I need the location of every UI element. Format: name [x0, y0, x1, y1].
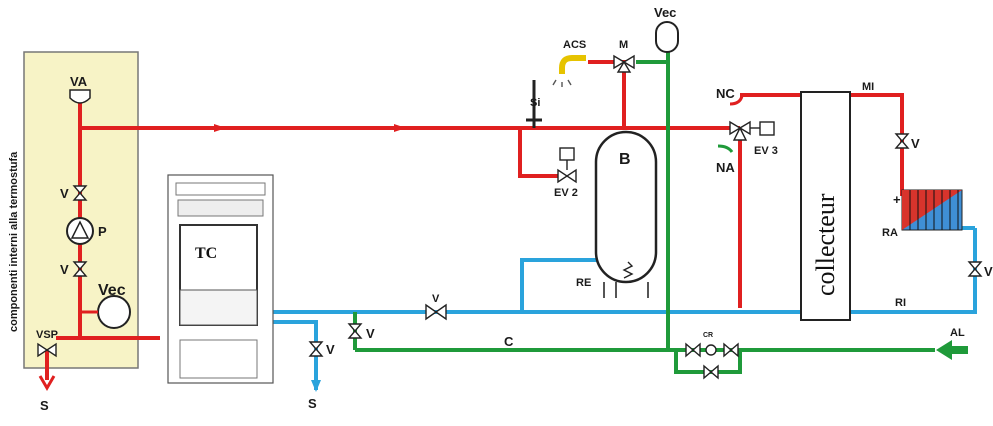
label-cr: CR: [703, 332, 713, 339]
label-ra: RA: [882, 227, 898, 239]
label-ev2: EV 2: [554, 187, 578, 199]
boiler-b: [594, 130, 658, 284]
label-c: C: [504, 334, 514, 349]
valve-return-main: [425, 303, 447, 321]
arrow-drain-blue: [311, 380, 321, 392]
return-pipe-second: [270, 320, 318, 390]
label-al: AL: [950, 327, 965, 339]
acs-drops: [552, 79, 572, 87]
collector-box: [800, 91, 851, 321]
valve-cold-left: [347, 323, 363, 339]
re-resistance: [622, 261, 634, 279]
nc-arc: [729, 95, 744, 106]
label-s-left: S: [40, 398, 49, 413]
label-si: Si: [530, 97, 540, 109]
pump-p-triangle: [70, 220, 90, 239]
label-v-return: V: [432, 293, 440, 305]
ev2-valve: [557, 147, 577, 184]
internal-valve-lower: [72, 261, 88, 277]
valve-ri: [967, 261, 983, 277]
expansion-vessel-internal: [97, 295, 131, 329]
valve-drain-blue: [308, 341, 324, 357]
arrow-flow-1: [214, 124, 226, 132]
drain-funnel-red: [38, 375, 56, 391]
label-na: NA: [716, 160, 735, 175]
expansion-vessel-top: [655, 21, 679, 53]
internal-valve-upper: [72, 185, 88, 201]
label-vsp: VSP: [36, 329, 58, 341]
acs-tap: [559, 55, 586, 74]
arrow-flow-2: [394, 124, 406, 132]
label-plus: +: [893, 192, 901, 207]
label-b: B: [619, 151, 631, 168]
label-v-internal-upper: V: [60, 186, 69, 201]
label-mi: MI: [862, 81, 874, 93]
label-ev3: EV 3: [754, 145, 778, 157]
label-acs: ACS: [563, 39, 586, 51]
thermostove-tc: [167, 174, 274, 384]
label-v-cold-left: V: [366, 326, 375, 341]
label-vec-internal: Vec: [98, 282, 126, 299]
radiator-ra: [901, 189, 963, 231]
label-v-internal-lower: V: [60, 262, 69, 277]
return-pipe-to-boiler: [520, 258, 606, 312]
label-re: RE: [576, 277, 591, 289]
na-arc: [717, 144, 734, 153]
boiler-legs: [603, 282, 649, 298]
label-ri: RI: [895, 297, 906, 309]
label-v-ri: V: [984, 264, 993, 279]
cr-valve-group: [685, 342, 739, 380]
label-v-drain: V: [326, 342, 335, 357]
label-tc: TC: [195, 245, 217, 262]
hot-pipe-to-ev2: [518, 128, 558, 178]
label-nc: NC: [716, 86, 735, 101]
panel-label: componenti interni alla termostufa: [8, 151, 20, 332]
label-m: M: [619, 39, 628, 51]
va-air-vent: [69, 89, 91, 104]
label-p: P: [98, 224, 107, 239]
label-v-mi: V: [911, 136, 920, 151]
label-collector: collecteur: [811, 193, 840, 296]
hot-pipe-mi: [850, 93, 904, 196]
mixer-valve-m: [613, 54, 635, 73]
vsp-safety-valve: [37, 342, 57, 358]
label-va: VA: [70, 74, 88, 89]
label-vec-top: Vec: [654, 5, 676, 20]
return-pipe-ri: [850, 228, 977, 314]
valve-mi: [894, 133, 910, 149]
ev3-valve: [729, 120, 775, 141]
al-arrow: [936, 340, 968, 360]
label-s-right: S: [308, 396, 317, 411]
